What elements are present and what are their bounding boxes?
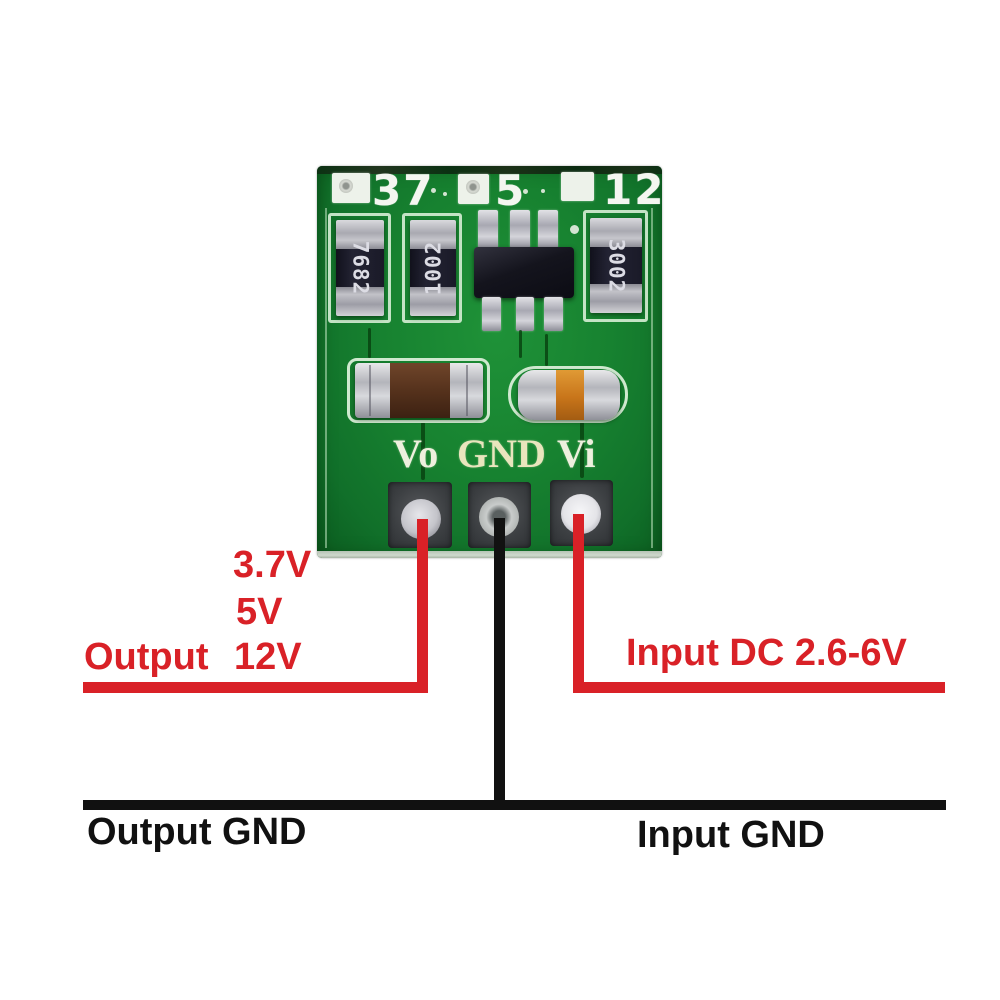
- pcb-trace: [545, 334, 548, 366]
- capacitor-outline: [347, 358, 490, 423]
- capacitor-ceramic-center: [390, 363, 450, 418]
- label-voltage-3v7: 3.7V: [233, 544, 312, 586]
- wire-gnd-horizontal: [83, 800, 946, 810]
- silk-dot: [541, 189, 545, 193]
- resistor-end-cap: [410, 287, 456, 316]
- resistor-1002: 1002: [410, 220, 456, 316]
- pcb-trace: [519, 330, 522, 358]
- resistor-end-cap: [590, 218, 642, 247]
- ic-pin: [538, 210, 558, 248]
- solder-jumper-pad-5: [458, 174, 489, 204]
- ic-pin: [516, 297, 534, 331]
- ic-pin: [478, 210, 498, 248]
- label-output-gnd: Output GND: [87, 811, 307, 853]
- resistor-end-cap: [336, 287, 384, 316]
- capacitor-mlcc: [355, 363, 483, 418]
- voltage-option-12: 12: [603, 166, 662, 214]
- capacitor-outline: [508, 366, 628, 423]
- pin-label-vo: Vo: [393, 431, 439, 476]
- silk-dot: [431, 188, 436, 193]
- jumper-hole: [339, 179, 353, 193]
- label-output: Output: [84, 636, 209, 678]
- pcb-trace: [368, 328, 371, 358]
- solder-jumper-pad-12: [561, 172, 594, 201]
- pcb-board: 37 5 12 7682 1002: [317, 166, 662, 558]
- resistor-outline: [402, 213, 462, 323]
- cap-ridge: [369, 365, 371, 416]
- resistor-end-cap: [410, 220, 456, 249]
- resistor-end-cap: [336, 220, 384, 249]
- resistor-end-cap: [590, 284, 642, 313]
- pin-label-gnd: GND: [457, 431, 546, 476]
- jumper-hole: [466, 180, 480, 194]
- label-voltage-5v: 5V: [236, 591, 283, 633]
- label-input-gnd: Input GND: [637, 814, 825, 856]
- resistor-outline: [328, 213, 391, 323]
- resistor-body: 7682: [336, 241, 384, 295]
- voltage-option-37: 37: [372, 166, 435, 215]
- resistor-body: 1002: [410, 241, 456, 295]
- solder-jumper-pad-37: [332, 173, 370, 203]
- wire-input-horizontal: [573, 682, 945, 693]
- resistor-body: 3002: [590, 238, 642, 293]
- resistor-code: 1002: [421, 240, 446, 296]
- wire-output-horizontal: [83, 682, 428, 693]
- ic-pin: [544, 297, 563, 331]
- wire-gnd-vertical: [494, 518, 505, 806]
- silk-dot: [570, 225, 579, 234]
- wire-input-vertical: [573, 514, 584, 693]
- resistor-code: 3002: [604, 238, 629, 293]
- voltage-option-5: 5: [495, 166, 527, 215]
- silk-border-left: [325, 208, 327, 548]
- ic-pin: [510, 210, 530, 248]
- pcb-trace: [580, 422, 584, 478]
- capacitor-tantalum-stripe: [556, 370, 584, 420]
- label-voltage-12v: 12V: [234, 636, 302, 678]
- ic-chip: [474, 247, 574, 298]
- resistor-7682: 7682: [336, 220, 384, 316]
- label-input-range: Input DC 2.6-6V: [626, 632, 907, 674]
- ic-pin: [482, 297, 501, 331]
- board-bottom-edge: [317, 551, 662, 558]
- resistor-code: 7682: [348, 240, 373, 296]
- silk-dot: [523, 189, 528, 194]
- resistor-3002: 3002: [590, 218, 642, 313]
- wire-output-vertical: [417, 519, 428, 693]
- pcb-trace: [421, 422, 425, 480]
- silk-border-right: [651, 208, 653, 548]
- pin-label-vi: Vi: [557, 431, 596, 476]
- capacitor-tantalum: [518, 370, 620, 420]
- board-top-edge: [317, 166, 662, 174]
- resistor-outline: [583, 210, 648, 322]
- cap-ridge: [466, 365, 468, 416]
- silk-dot: [443, 192, 447, 196]
